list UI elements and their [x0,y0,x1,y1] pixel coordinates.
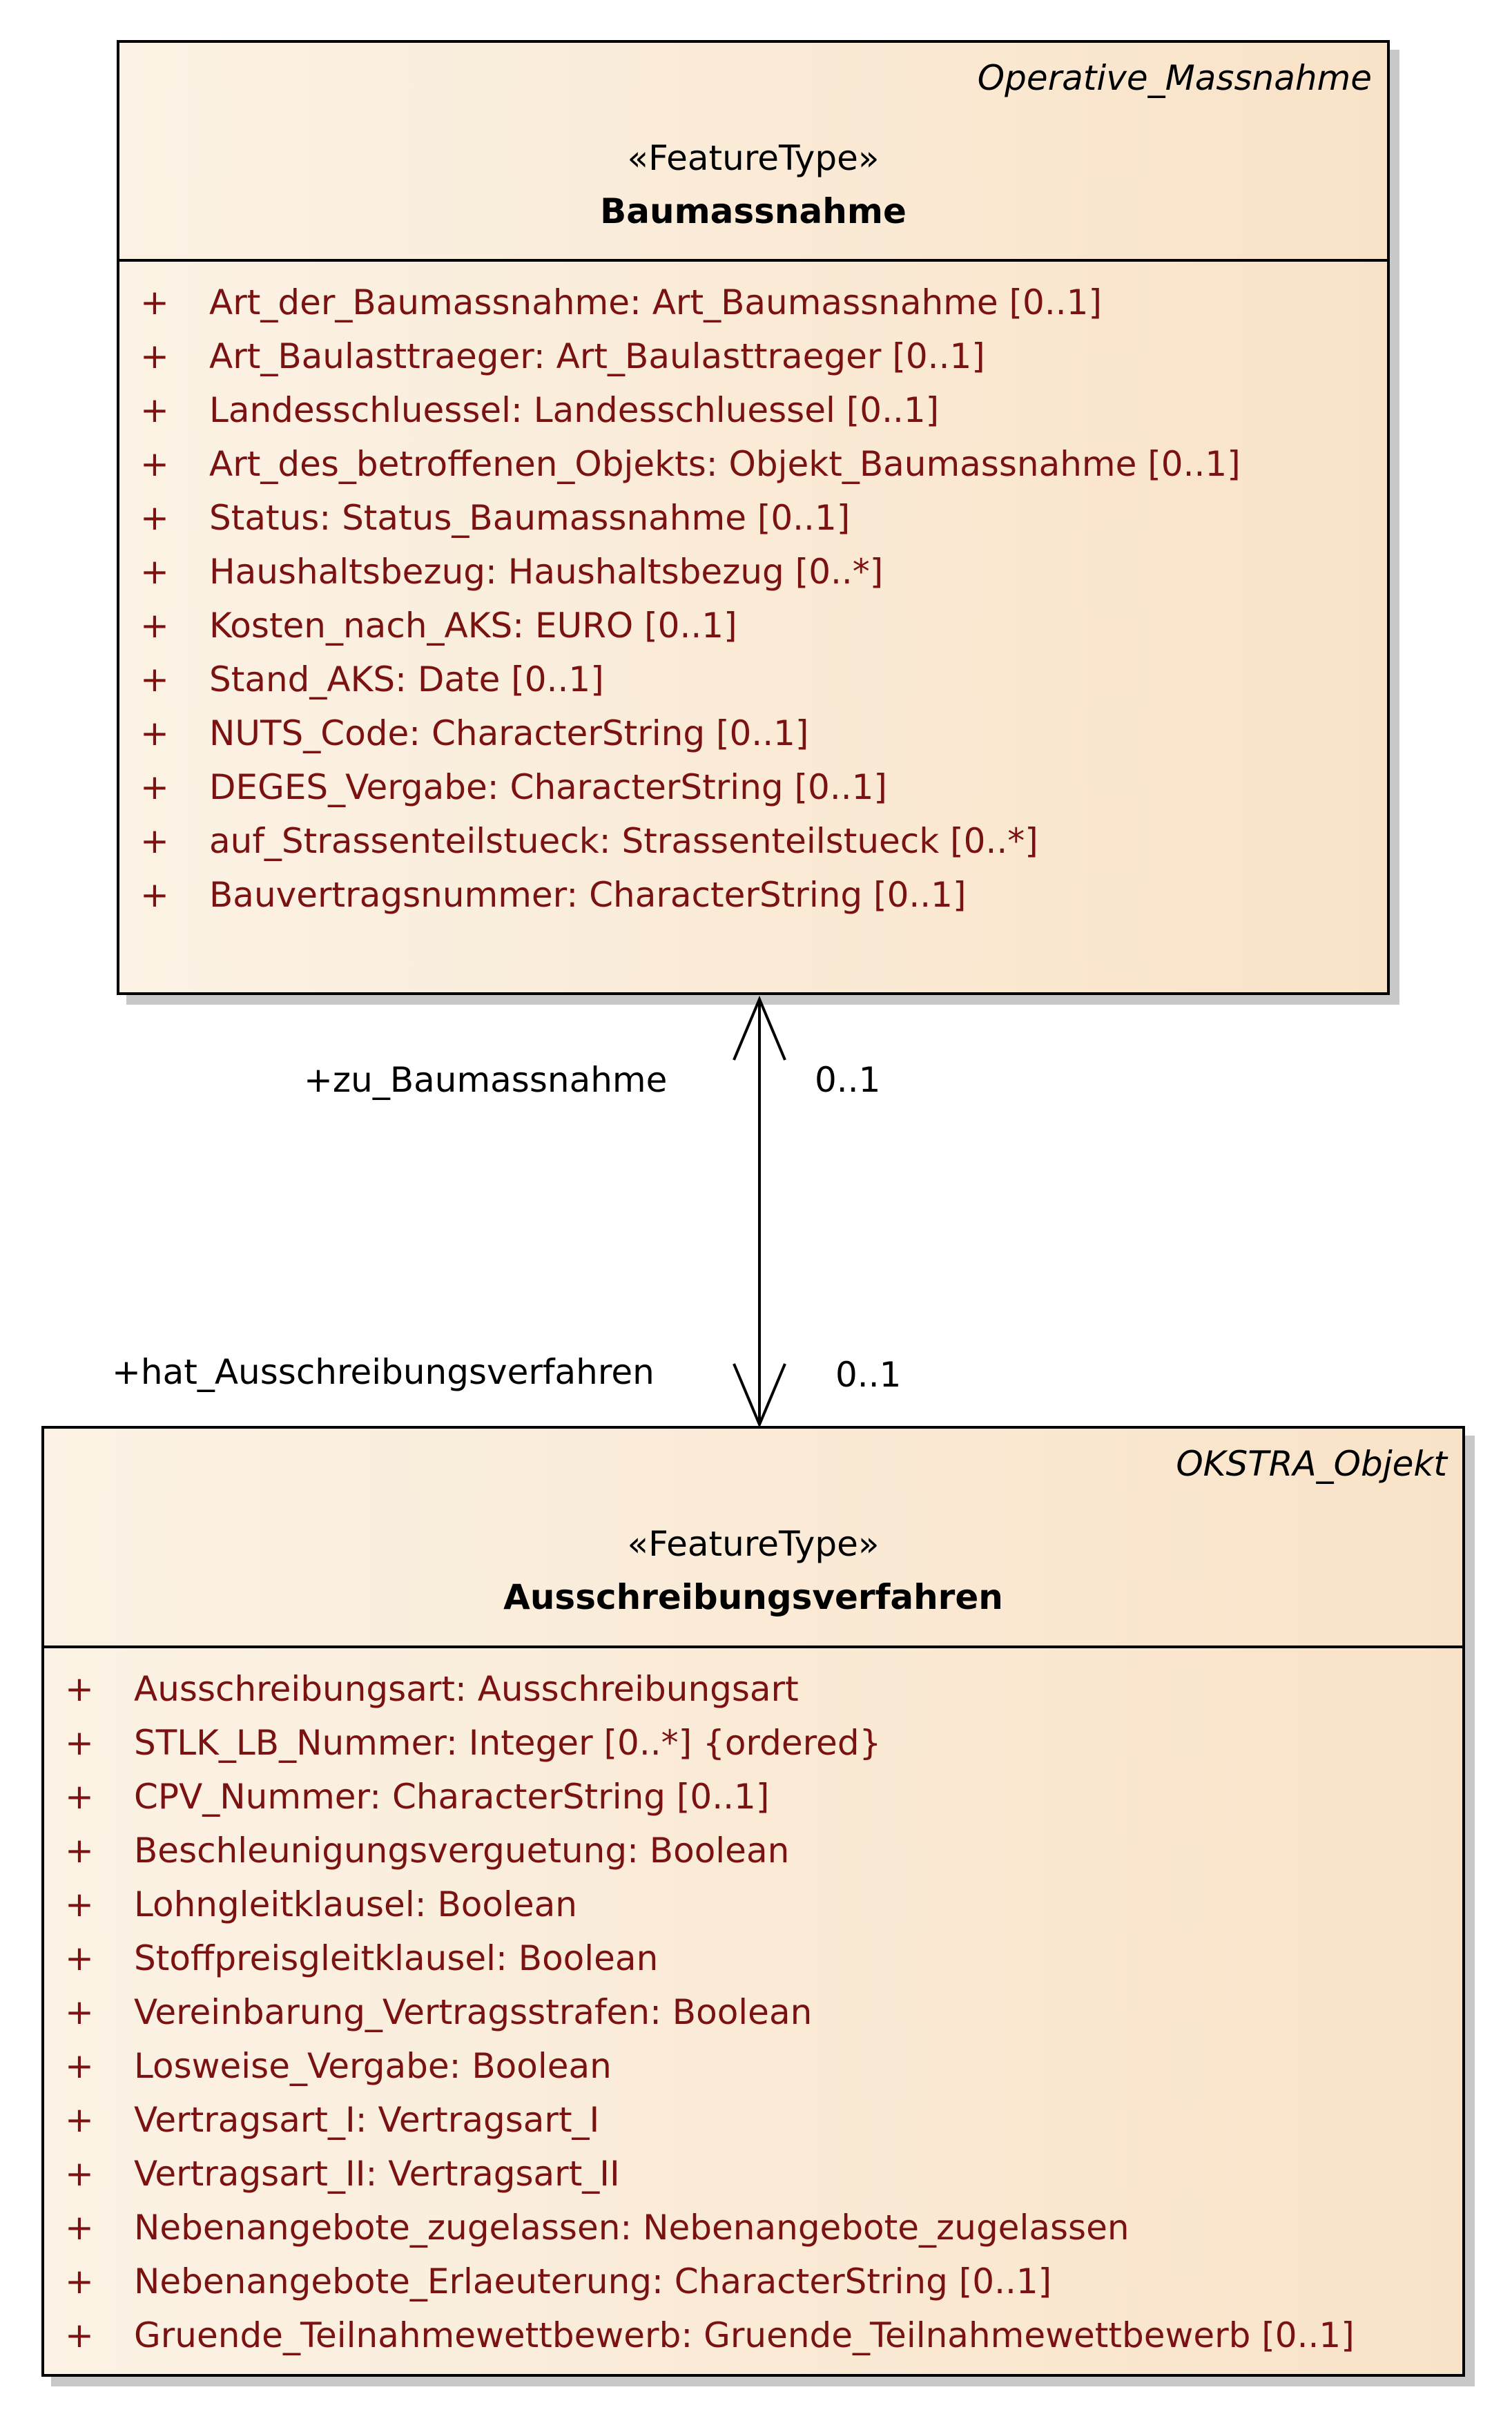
attribute-row[interactable]: + Lohngleitklausel: Boolean [44,1883,1462,1937]
visibility-marker: + [140,444,169,484]
attribute-row[interactable]: + Kosten_nach_AKS: EURO [0..1] [119,604,1387,658]
navigability-arrow-bottom [733,1363,786,1429]
attribute-row[interactable]: + NUTS_Code: CharacterString [0..1] [119,712,1387,766]
attribute-row[interactable]: + Nebenangebote_Erlaeuterung: CharacterSt… [44,2260,1462,2314]
class-header: Operative_Massnahme «FeatureType» Baumas… [119,43,1387,262]
visibility-marker: + [140,821,169,861]
attribute-text: Stand_AKS: Date [0..1] [209,659,604,699]
visibility-marker: + [65,1831,94,1871]
attribute-row[interactable]: + auf_Strassenteilstueck: Strassenteilstu… [119,820,1387,874]
role-hat-ausschreibungsverfahren: +hat_Ausschreibungsverfahren [112,1352,655,1392]
class-name: Ausschreibungsverfahren [503,1577,1003,1617]
attribute-text: Art_Baulasttraeger: Art_Baulasttraeger [… [209,336,985,376]
attribute-text: Gruende_Teilnahmewettbewerb: Gruende_Tei… [134,2315,1355,2355]
visibility-marker: + [65,1938,94,1978]
attribute-text: Landesschluessel: Landesschluessel [0..1… [209,390,940,430]
attribute-row[interactable]: + Beschleunigungsverguetung: Boolean [44,1829,1462,1883]
attribute-text: Vertragsart_II: Vertragsart_II [134,2154,620,2194]
attribute-text: auf_Strassenteilstueck: Strassenteilstue… [209,821,1038,861]
attribute-row[interactable]: + Art_des_betroffenen_Objekts: Objekt_Bau… [119,443,1387,496]
visibility-marker: + [140,282,169,322]
attribute-row[interactable]: + CPV_Nummer: CharacterString [0..1] [44,1775,1462,1829]
attribute-row[interactable]: + Vertragsart_I: Vertragsart_I [44,2098,1462,2152]
attribute-row[interactable]: + Art_Baulasttraeger: Art_Baulasttraeger … [119,335,1387,389]
visibility-marker: + [65,1884,94,1924]
attribute-text: STLK_LB_Nummer: Integer [0..*] {ordered} [134,1723,882,1763]
attribute-row[interactable]: + STLK_LB_Nummer: Integer [0..*] {ordered… [44,1721,1462,1775]
visibility-marker: + [65,2315,94,2355]
attribute-row[interactable]: + Landesschluessel: Landesschluessel [0..… [119,389,1387,443]
attribute-text: Beschleunigungsverguetung: Boolean [134,1831,790,1871]
visibility-marker: + [65,1992,94,2032]
class-ausschreibungsverfahren[interactable]: OKSTRA_Objekt «FeatureType» Ausschreibun… [41,1426,1465,2377]
visibility-marker: + [140,713,169,753]
attribute-text: Nebenangebote_Erlaeuterung: CharacterStr… [134,2261,1052,2301]
attribute-row[interactable]: + Vereinbarung_Vertragsstrafen: Boolean [44,1991,1462,2045]
visibility-marker: + [65,1777,94,1817]
attribute-text: CPV_Nummer: CharacterString [0..1] [134,1777,770,1817]
attribute-row[interactable]: + Status: Status_Baumassnahme [0..1] [119,496,1387,550]
class-name: Baumassnahme [600,191,907,231]
attribute-text: Lohngleitklausel: Boolean [134,1884,577,1924]
attribute-row[interactable]: + Stand_AKS: Date [0..1] [119,658,1387,712]
visibility-marker: + [140,390,169,430]
attribute-text: Art_des_betroffenen_Objekts: Objekt_Baum… [209,444,1241,484]
visibility-marker: + [65,2261,94,2301]
attribute-text: Stoffpreisgleitklausel: Boolean [134,1938,659,1978]
multiplicity-bottom: 0..1 [835,1355,902,1395]
attribute-list: + Art_der_Baumassnahme: Art_Baumassnahme … [119,262,1387,927]
attribute-text: Ausschreibungsart: Ausschreibungsart [134,1669,799,1709]
attribute-text: Art_der_Baumassnahme: Art_Baumassnahme [… [209,282,1102,322]
attribute-row[interactable]: + DEGES_Vergabe: CharacterString [0..1] [119,766,1387,820]
attribute-text: Status: Status_Baumassnahme [0..1] [209,498,851,538]
attribute-row[interactable]: + Bauvertragsnummer: CharacterString [0..… [119,874,1387,927]
stereotype: «FeatureType» [627,1524,880,1564]
attribute-text: Vereinbarung_Vertragsstrafen: Boolean [134,1992,813,2032]
attribute-row[interactable]: + Gruende_Teilnahmewettbewerb: Gruende_Te… [44,2314,1462,2368]
package-name: Operative_Massnahme [977,58,1372,98]
visibility-marker: + [65,1669,94,1709]
class-header: OKSTRA_Objekt «FeatureType» Ausschreibun… [44,1429,1462,1648]
attribute-row[interactable]: + Ausschreibungsart: Ausschreibungsart [44,1668,1462,1721]
visibility-marker: + [65,2208,94,2248]
visibility-marker: + [140,552,169,592]
visibility-marker: + [65,2154,94,2194]
attribute-row[interactable]: + Stoffpreisgleitklausel: Boolean [44,1937,1462,1991]
attribute-text: Haushaltsbezug: Haushaltsbezug [0..*] [209,552,884,592]
attribute-row[interactable]: + Vertragsart_II: Vertragsart_II [44,2152,1462,2206]
attribute-row[interactable]: + Losweise_Vergabe: Boolean [44,2045,1462,2098]
attribute-row[interactable]: + Haushaltsbezug: Haushaltsbezug [0..*] [119,550,1387,604]
visibility-marker: + [140,498,169,538]
role-zu-baumassnahme: +zu_Baumassnahme [304,1060,668,1100]
visibility-marker: + [140,659,169,699]
visibility-marker: + [140,767,169,807]
stereotype: «FeatureType» [627,138,880,178]
class-baumassnahme[interactable]: Operative_Massnahme «FeatureType» Baumas… [117,40,1390,995]
visibility-marker: + [140,875,169,915]
attribute-text: Vertragsart_I: Vertragsart_I [134,2100,600,2140]
attribute-text: DEGES_Vergabe: CharacterString [0..1] [209,767,887,807]
attribute-text: Bauvertragsnummer: CharacterString [0..1… [209,875,967,915]
visibility-marker: + [140,336,169,376]
attribute-list: + Ausschreibungsart: Ausschreibungsart + S… [44,1648,1462,2368]
navigability-arrow-top [733,995,786,1061]
attribute-row[interactable]: + Nebenangebote_zugelassen: Nebenangebote… [44,2206,1462,2260]
attribute-row[interactable]: + Art_der_Baumassnahme: Art_Baumassnahme … [119,281,1387,335]
package-name: OKSTRA_Objekt [1176,1444,1447,1484]
attribute-text: Losweise_Vergabe: Boolean [134,2046,612,2086]
visibility-marker: + [65,2046,94,2086]
visibility-marker: + [140,606,169,646]
attribute-text: Nebenangebote_zugelassen: Nebenangebote_… [134,2208,1130,2248]
attribute-text: Kosten_nach_AKS: EURO [0..1] [209,606,737,646]
attribute-text: NUTS_Code: CharacterString [0..1] [209,713,809,753]
visibility-marker: + [65,2100,94,2140]
visibility-marker: + [65,1723,94,1763]
multiplicity-top: 0..1 [815,1060,881,1100]
